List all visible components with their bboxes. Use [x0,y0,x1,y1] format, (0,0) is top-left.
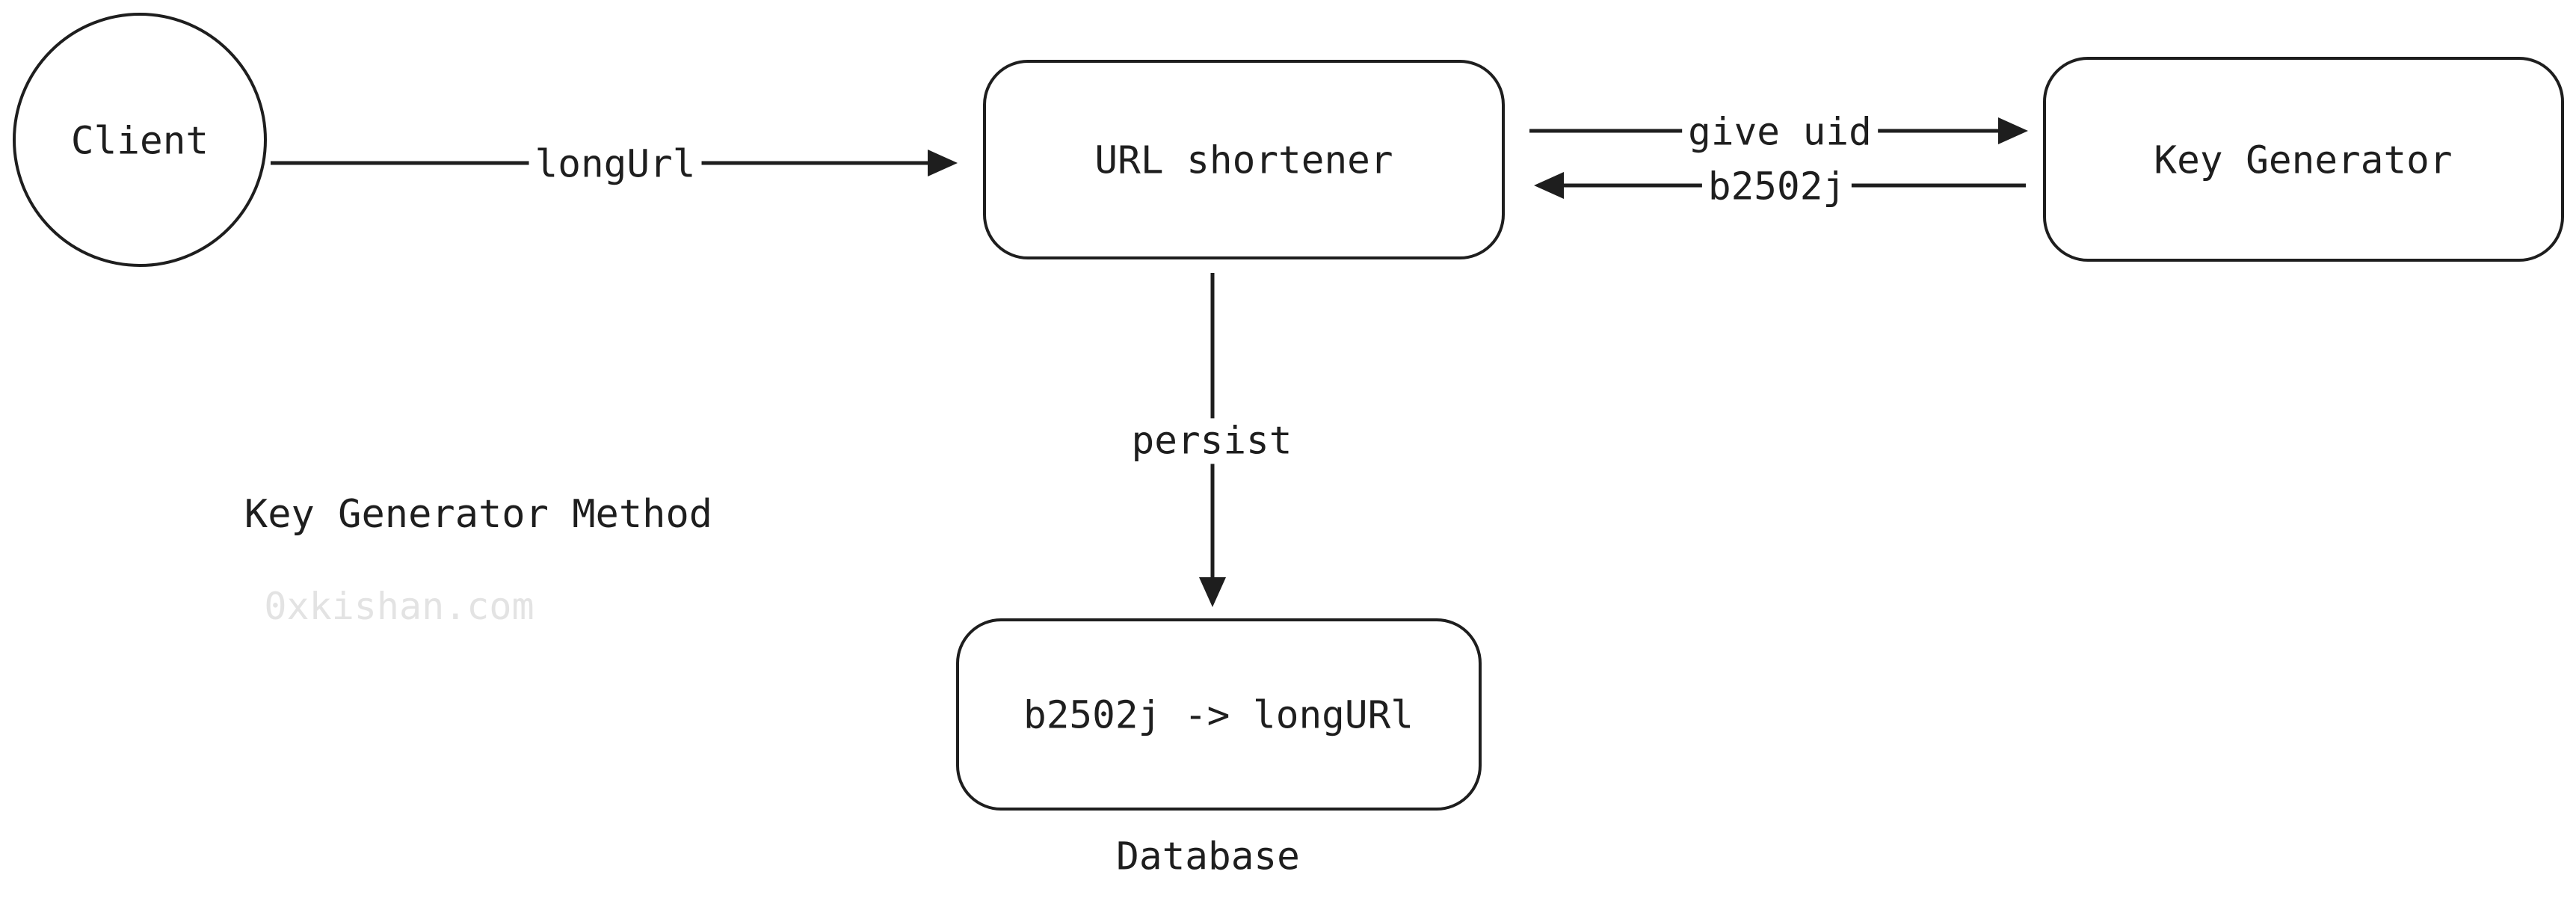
key-generator-box [2043,57,2564,262]
b2502j-edge-label: b2502j [1701,164,1852,210]
give-uid-edge-label: give uid [1682,109,1878,156]
url-shortener-label: URL shortener [1094,138,1393,183]
arrowhead-down-icon [1199,577,1226,607]
arrowhead-left-icon [1534,172,1564,199]
database-caption: Database [1116,834,1300,879]
key-generator-label: Key Generator [2154,138,2453,183]
watermark-text: 0xkishan.com [264,585,534,628]
database-box [956,618,1482,811]
client-circle [13,13,267,267]
arrowhead-right-icon [1998,117,2028,144]
diagram-title: Key Generator Method [244,491,713,537]
persist-edge-label: persist [1125,418,1298,464]
database-mapping-label: b2502j -> longURl [1023,693,1414,738]
client-label: Client [70,119,209,164]
longurl-edge-label: longUrl [529,141,702,188]
arrowhead-right-icon [928,150,958,176]
url-shortener-box [983,60,1505,259]
